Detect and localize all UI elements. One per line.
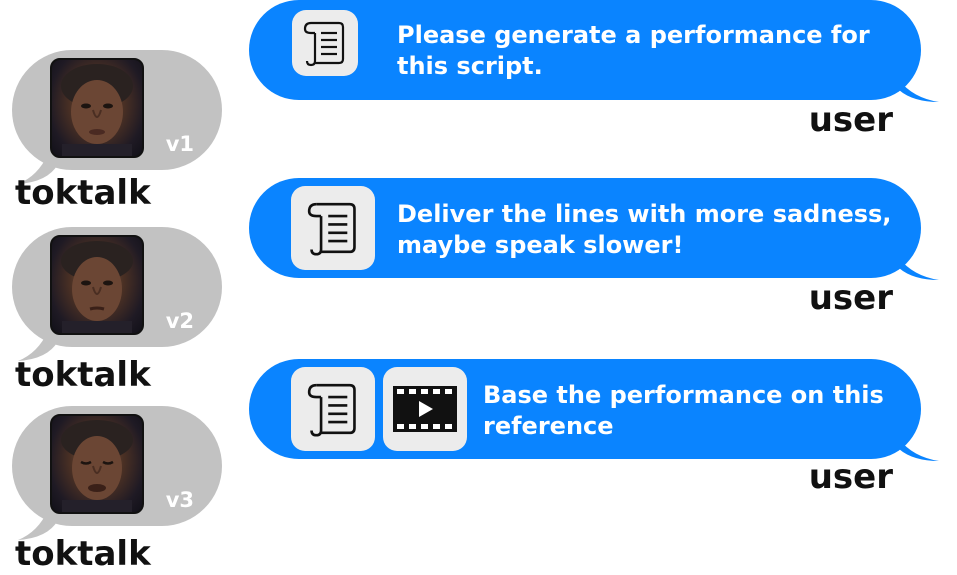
version-badge: v3 [166, 488, 194, 512]
video-attachment[interactable] [383, 367, 467, 451]
avatar-face-icon [52, 60, 142, 156]
bot-bubble-v1: v1 [12, 50, 222, 170]
sender-label: user [809, 103, 893, 137]
script-scroll-icon [302, 378, 364, 440]
message-text: Base the performance on this reference [483, 380, 903, 442]
sender-label: user [809, 281, 893, 315]
avatar-v2 [50, 235, 144, 335]
video-clip-icon [393, 386, 457, 432]
bot-name-label: toktalk [15, 537, 151, 571]
user-message-bubble-3: Base the performance on this reference [249, 359, 921, 459]
script-attachment[interactable] [291, 367, 375, 451]
bubble-tail [899, 250, 939, 280]
script-scroll-icon [302, 197, 364, 259]
bot-bubble-v3: v3 [12, 406, 222, 526]
avatar-v1 [50, 58, 144, 158]
bot-bubble-v2: v2 [12, 227, 222, 347]
avatar-v3 [50, 414, 144, 514]
message-text: Deliver the lines with more sadness, may… [397, 199, 897, 261]
avatar-face-icon [52, 237, 142, 333]
bubble-tail [899, 72, 939, 102]
sender-label: user [809, 460, 893, 494]
user-message-bubble-1: Please generate a performance for this s… [249, 0, 921, 100]
version-badge: v1 [166, 132, 194, 156]
avatar-face-icon [52, 416, 142, 512]
script-attachment[interactable] [291, 186, 375, 270]
script-scroll-icon [299, 17, 351, 69]
bot-name-label: toktalk [15, 358, 151, 392]
bot-name-label: toktalk [15, 176, 151, 210]
version-badge: v2 [166, 309, 194, 333]
bubble-tail [899, 431, 939, 461]
message-text: Please generate a performance for this s… [397, 20, 897, 82]
script-attachment[interactable] [292, 10, 358, 76]
user-message-bubble-2: Deliver the lines with more sadness, may… [249, 178, 921, 278]
